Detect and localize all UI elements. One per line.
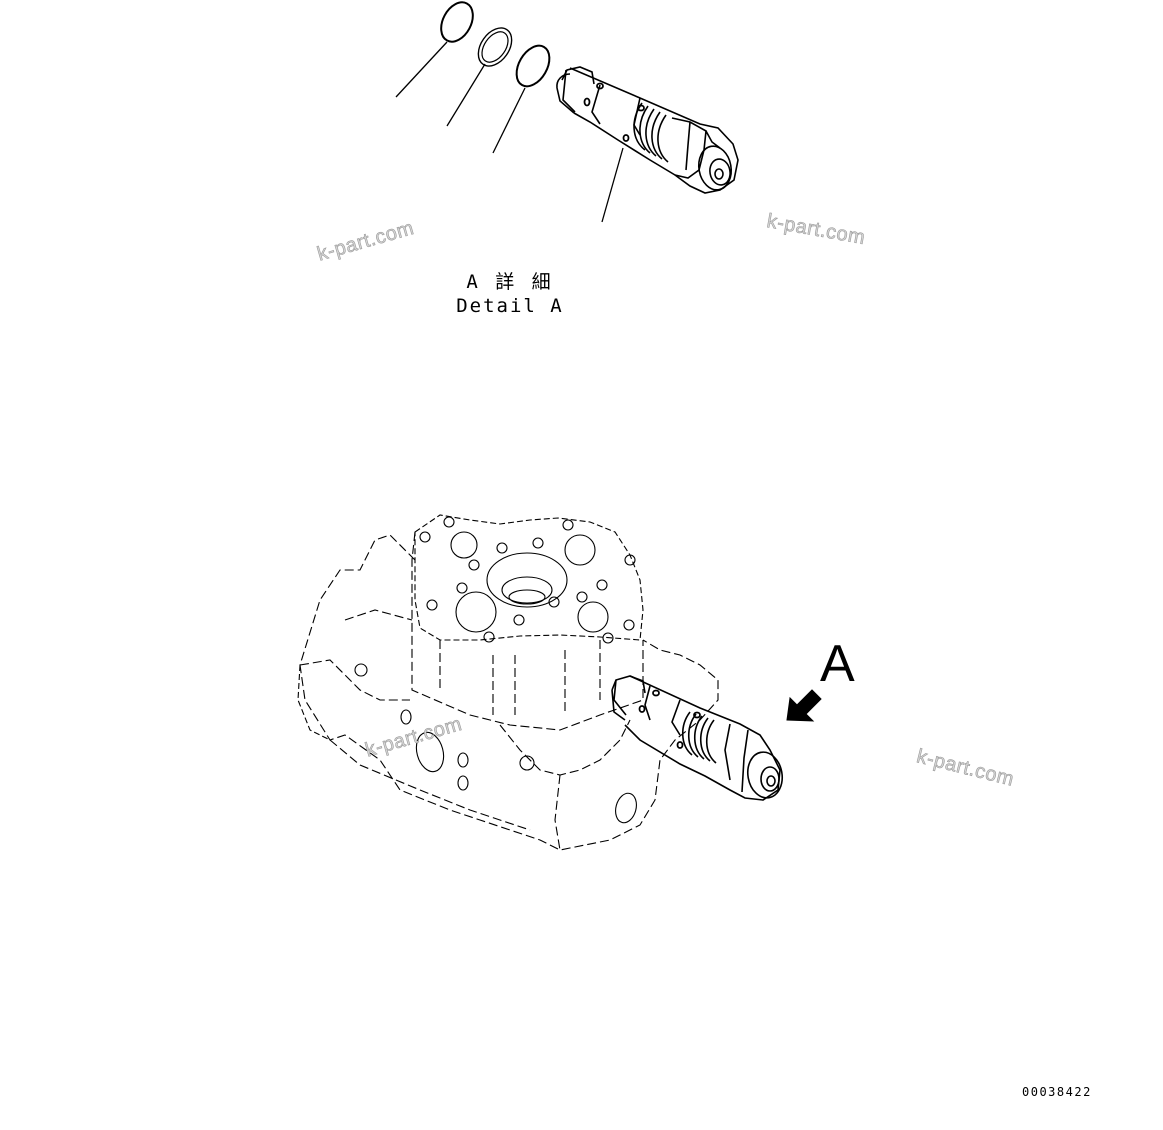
- part-number: 00038422: [1022, 1085, 1092, 1099]
- o-ring-2-icon: [515, 44, 551, 88]
- relief-valve-installed-icon: [611, 675, 784, 801]
- control-valve-body-icon: [297, 514, 719, 851]
- view-arrow-a-icon: [786, 689, 822, 722]
- detail-caption: A 詳 細 Detail A: [455, 270, 565, 318]
- backup-ring-icon: [477, 27, 513, 67]
- port-holes-icon: [354, 516, 637, 824]
- detail-caption-en: Detail A: [456, 295, 564, 317]
- relief-valve-cartridge-icon: [556, 66, 739, 194]
- o-ring-1-icon: [440, 1, 474, 43]
- view-callout-label: A: [820, 635, 855, 693]
- detail-caption-jp: A 詳 細: [466, 271, 554, 293]
